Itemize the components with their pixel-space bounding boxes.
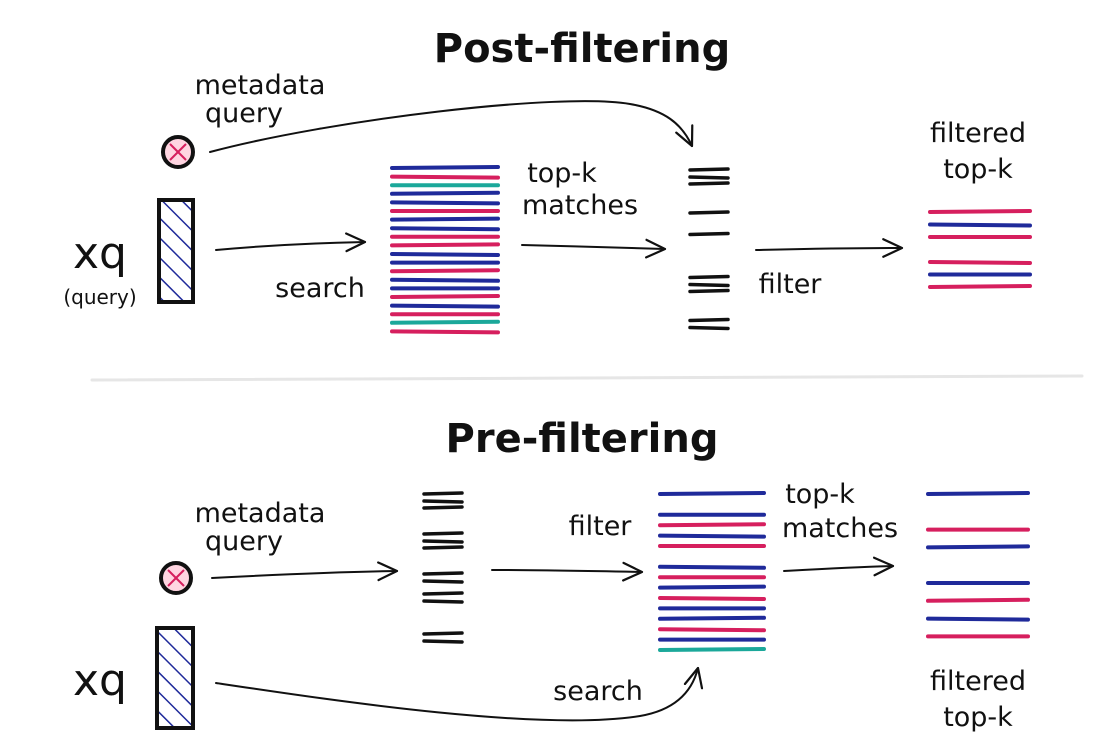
post-topk-label-1: top-k: [527, 158, 597, 189]
metadata-match-line: [422, 631, 464, 636]
metadata-match-line: [422, 505, 464, 510]
metadata-match-line: [688, 282, 730, 288]
post-metadata-label-1: metadata: [195, 70, 326, 101]
pre-metadata-arrow: [211, 561, 399, 582]
pre-filter-label: filter: [569, 511, 633, 542]
post-query-vector-icon: [157, 198, 195, 304]
post-metadata-query-icon: [161, 135, 195, 169]
post-xq-label: xq: [73, 228, 127, 279]
post-index-vector-stack: [390, 165, 500, 335]
post-filtering-section: Post-filtering metadata query xq (query)…: [63, 26, 1032, 335]
metadata-match-line: [422, 579, 464, 584]
filtered-result-vector: [926, 544, 1030, 550]
index-vector: [390, 216, 500, 222]
index-vector: [390, 165, 500, 170]
pre-metadata-mask: [422, 491, 464, 644]
metadata-match-line: [688, 288, 730, 294]
pre-metadata-label-1: metadata: [195, 498, 326, 529]
post-filter-label: filter: [759, 269, 823, 300]
filtered-result-vector: [928, 284, 1032, 289]
filtered-index-vector: [658, 491, 766, 496]
index-vector: [390, 303, 500, 309]
filtered-index-vector: [658, 533, 766, 539]
metadata-match-line: [688, 231, 730, 237]
section-divider: [90, 374, 1084, 382]
pre-filter-arrow: [491, 561, 644, 582]
pre-title: Pre-filtering: [446, 416, 719, 462]
pre-filtered-label-2: top-k: [943, 702, 1013, 733]
post-search-label: search: [275, 273, 365, 304]
metadata-match-line: [688, 274, 730, 280]
pre-filtered-vector-stack: [658, 491, 766, 652]
filtered-index-vector: [658, 596, 766, 601]
metadata-match-line: [422, 599, 464, 604]
index-vector: [390, 294, 500, 299]
metadata-match-line: [422, 545, 464, 550]
pre-topk-arrow: [783, 556, 895, 577]
index-vector: [390, 277, 500, 283]
pre-filtering-section: Pre-filtering metadata query xq filter s…: [73, 416, 1030, 733]
pre-metadata-label-2: query: [205, 526, 283, 557]
pre-xq-label: xq: [73, 655, 127, 706]
pre-search-label: search: [553, 676, 643, 707]
index-vector: [390, 242, 500, 248]
filtered-index-vector: [658, 584, 766, 590]
post-filtered-topk-stack: [928, 209, 1032, 289]
metadata-match-line: [688, 167, 730, 172]
filtered-index-vector: [658, 522, 766, 528]
index-vector: [390, 200, 500, 206]
post-topk-arrow: [521, 238, 667, 259]
post-metadata-label-2: query: [205, 98, 283, 129]
metadata-match-line: [422, 539, 464, 544]
pre-filtered-label-1: filtered: [930, 666, 1026, 697]
filtered-result-vector: [928, 222, 1032, 228]
index-vector: [390, 329, 500, 335]
filtered-index-vector: [658, 615, 766, 621]
pre-filtered-topk-stack: [926, 491, 1030, 639]
index-vector: [390, 226, 500, 232]
metadata-match-line: [422, 571, 464, 576]
metadata-match-line: [688, 210, 730, 215]
post-filtered-label-2: top-k: [943, 154, 1013, 185]
pre-topk-label-1: top-k: [785, 479, 855, 510]
filtered-result-vector: [926, 616, 1030, 622]
index-vector: [390, 319, 500, 325]
post-metadata-arrow: [209, 100, 694, 153]
filtered-result-vector: [926, 491, 1030, 496]
filtered-result-vector: [928, 260, 1032, 265]
index-vector: [390, 252, 500, 257]
metadata-match-line: [688, 317, 730, 323]
filtered-index-vector: [658, 564, 766, 570]
filtered-result-vector: [926, 597, 1030, 603]
post-search-arrow: [215, 232, 367, 253]
metadata-match-line: [688, 325, 730, 331]
index-vector: [390, 268, 500, 274]
metadata-match-line: [688, 175, 730, 180]
pre-search-arrow: [215, 666, 704, 722]
pre-query-vector-icon: [155, 626, 195, 730]
metadata-match-line: [422, 499, 464, 504]
metadata-match-line: [688, 181, 730, 186]
post-topk-label-2: matches: [522, 190, 638, 221]
metadata-match-line: [422, 639, 464, 644]
index-vector: [390, 190, 500, 196]
metadata-match-line: [422, 531, 464, 536]
post-query-note: (query): [63, 285, 136, 309]
filtered-result-vector: [928, 209, 1032, 214]
index-vector: [390, 174, 500, 180]
metadata-match-line: [422, 591, 464, 596]
filtered-index-vector: [658, 627, 766, 633]
post-metadata-mask: [688, 167, 730, 331]
post-filtered-label-1: filtered: [930, 118, 1026, 149]
metadata-match-line: [422, 491, 464, 496]
post-filter-arrow: [755, 238, 904, 258]
post-title: Post-filtering: [434, 26, 730, 72]
pre-metadata-query-icon: [159, 561, 193, 595]
filtered-index-vector: [658, 647, 766, 652]
pre-topk-label-2: matches: [782, 513, 898, 544]
